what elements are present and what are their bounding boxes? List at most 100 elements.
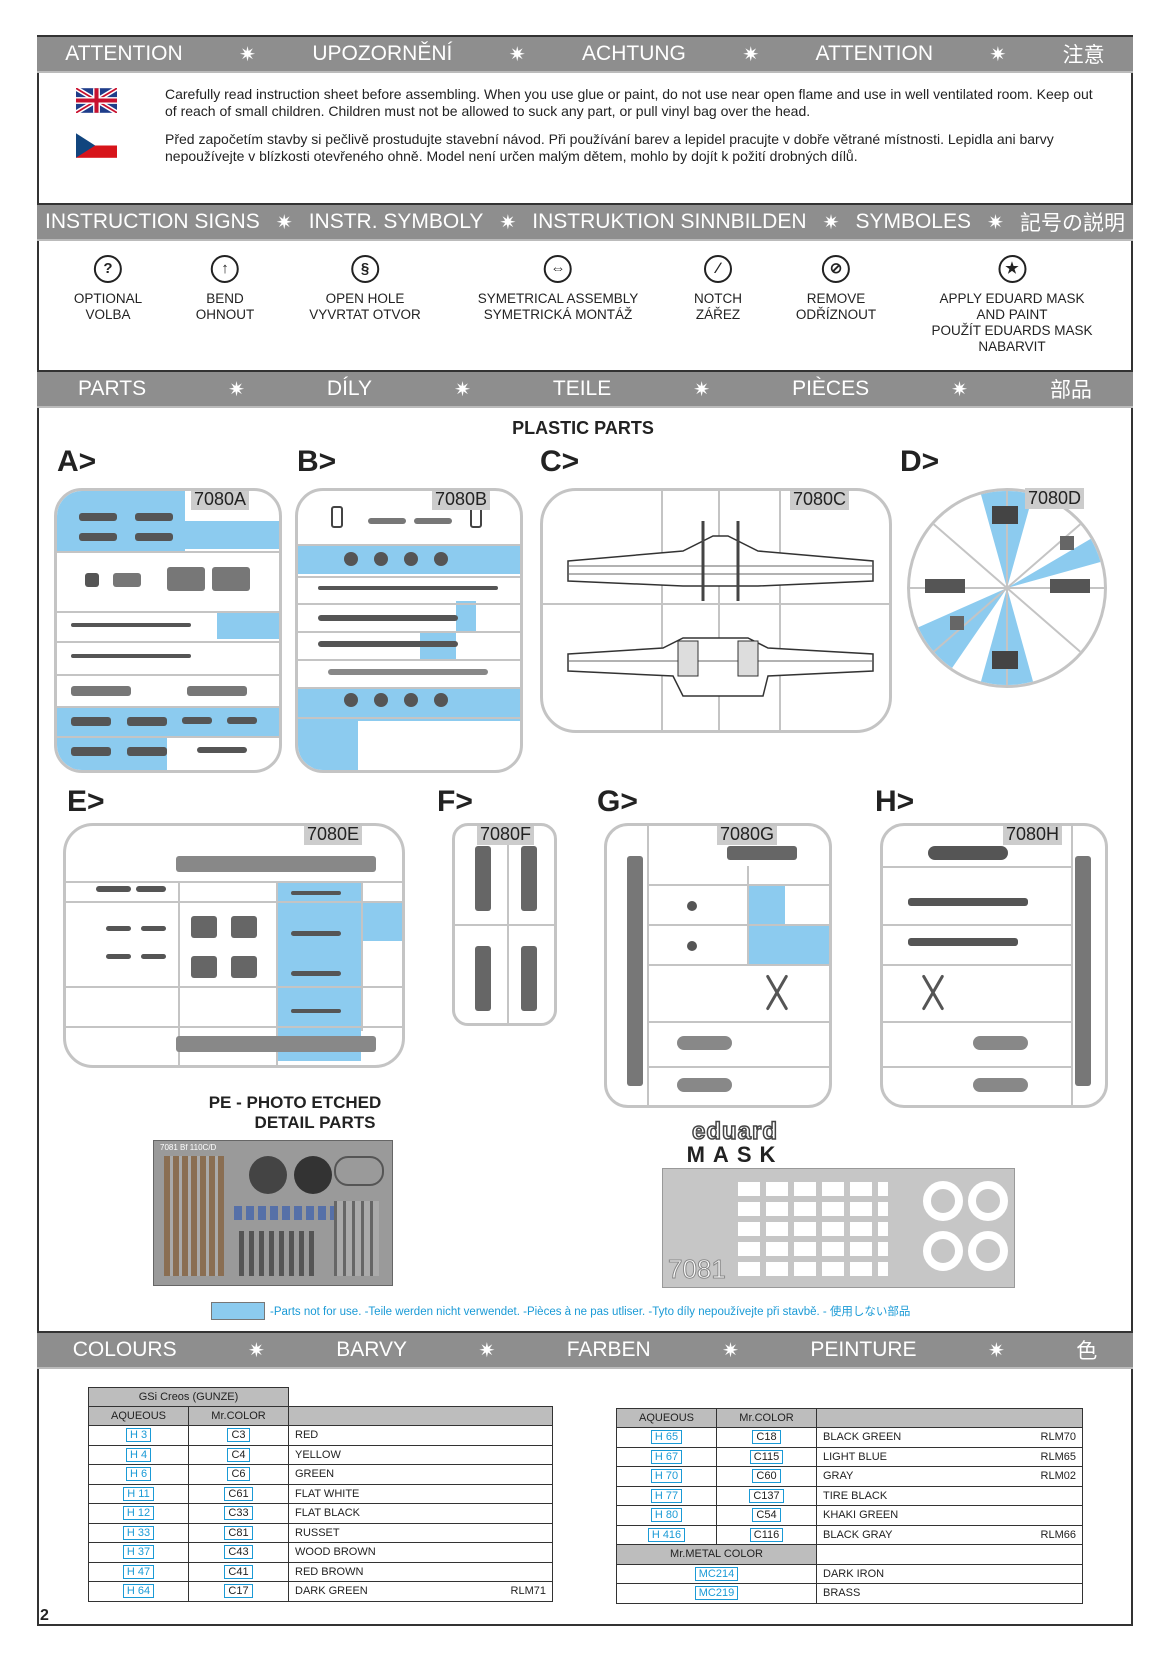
colour-name: FLAT WHITE — [295, 1487, 360, 1500]
mask-title: MASK — [686, 1142, 784, 1167]
instruction-signs-header: INSTRUCTION SIGNS✷ INSTR. SYMBOLY✷ INSTR… — [37, 203, 1133, 241]
header-item: INSTRUKTION SINNBILDEN — [532, 210, 807, 233]
colour-name: LIGHT BLUE — [823, 1450, 887, 1463]
aqueous-code: H 67 — [650, 1449, 683, 1464]
sprue-e: 7080E — [63, 823, 405, 1068]
symmetry-icon: ⇔ — [544, 255, 572, 283]
sprue-label: H> — [875, 785, 915, 818]
attention-header: ATTENTION✷ UPOZORNĚNÍ✷ ACHTUNG✷ ATTENTIO… — [37, 35, 1133, 73]
header-item: ACHTUNG — [582, 42, 686, 65]
rlm-code: RLM02 — [1040, 1470, 1076, 1483]
sign-label: NABARVIT — [978, 339, 1046, 354]
mrcolor-code: C3 — [227, 1428, 250, 1443]
mrcolor-code: C43 — [224, 1545, 253, 1560]
header-item: COLOURS — [72, 1338, 177, 1361]
colour-name: WOOD BROWN — [295, 1546, 376, 1559]
mrcolor-code: C60 — [752, 1469, 781, 1484]
colour-name: GREEN — [295, 1468, 335, 1481]
aqueous-code: H 47 — [122, 1564, 155, 1579]
drill-icon: § — [351, 255, 379, 283]
remove-icon: ⊘ — [822, 255, 850, 283]
mask-sheet: 7081 — [662, 1168, 1015, 1288]
header-item: INSTRUCTION SIGNS — [45, 210, 260, 233]
sprue-code: 7080B — [431, 491, 490, 510]
sign-label: SYMETRICAL ASSEMBLY — [477, 291, 639, 306]
warning-english: Carefully read instruction sheet before … — [165, 86, 1093, 119]
header-item: 記号の説明 — [1019, 212, 1125, 235]
colour-name: KHAKI GREEN — [823, 1509, 899, 1522]
mrcolor-code: C41 — [224, 1564, 253, 1579]
header-item: PEINTURE — [810, 1338, 917, 1361]
sign-label: POUŽÍT EDUARDS MASK — [931, 323, 1093, 338]
sprue-label: A> — [57, 445, 97, 478]
colour-name: DARK IRON — [823, 1567, 885, 1580]
aqueous-code: H 37 — [122, 1545, 155, 1560]
sign-label: VOLBA — [85, 307, 131, 322]
header-item: FARBEN — [566, 1338, 651, 1361]
header-item: TEILE — [552, 377, 612, 400]
sprue-code: 7080F — [477, 826, 535, 845]
metal-code: MC214 — [694, 1566, 739, 1581]
wing-parts — [567, 521, 874, 697]
rlm-code: RLM65 — [1040, 1450, 1076, 1463]
colour-row: H 80 C54 KHAKI GREEN — [616, 1505, 1083, 1526]
aqueous-code: H 80 — [650, 1508, 683, 1523]
sign-label: OPTIONAL — [73, 291, 143, 306]
sprue-code: 7080E — [303, 826, 362, 845]
sprue-c: 7080C — [540, 488, 892, 733]
mrcolor-code: C61 — [224, 1486, 253, 1501]
mrcolor-code: C81 — [224, 1525, 253, 1540]
aqueous-code: H 65 — [650, 1430, 683, 1445]
sprue-a: 7080A — [54, 488, 282, 773]
pe-title-line: DETAIL PARTS — [254, 1113, 376, 1132]
aqueous-code: H 11 — [123, 1486, 154, 1501]
uk-flag-icon — [76, 88, 117, 113]
colour-name: BLACK GRAY — [823, 1528, 893, 1541]
aqueous-code: H 33 — [122, 1525, 155, 1540]
mrcolor-code: C6 — [227, 1467, 250, 1482]
aqueous-code: H 70 — [650, 1469, 683, 1484]
aqueous-code: H 64 — [122, 1584, 155, 1599]
header-item: 色 — [1076, 1340, 1098, 1363]
aqueous-code: H 12 — [122, 1506, 155, 1521]
mrcolor-code: C33 — [224, 1506, 253, 1521]
colours-header: COLOURS✷ BARVY✷ FARBEN✷ PEINTURE✷ 色 — [37, 1331, 1133, 1369]
sign-label: NOTCH — [694, 291, 742, 306]
colour-name: DARK GREEN — [295, 1585, 368, 1598]
metal-colour-row: MC214 DARK IRON — [616, 1563, 1083, 1584]
sign-label: BEND — [206, 291, 244, 306]
colour-name: RED — [295, 1429, 319, 1442]
col-mrcolor: Mr.COLOR — [188, 1406, 289, 1426]
sign-label: VYVRTAT OTVOR — [309, 307, 421, 322]
colour-name: FLAT BLACK — [295, 1507, 361, 1520]
header-item: ATTENTION — [815, 42, 933, 65]
header-item: BARVY — [336, 1338, 408, 1361]
mrcolor-code: C54 — [752, 1508, 781, 1523]
aqueous-code: H 4 — [125, 1447, 152, 1462]
mrcolor-code: C4 — [227, 1447, 250, 1462]
sprue-f: 7080F — [452, 823, 557, 1026]
header-item: INSTR. SYMBOLY — [308, 210, 484, 233]
aqueous-code: H 416 — [647, 1527, 686, 1542]
aqueous-code: H 6 — [125, 1467, 152, 1482]
header-item: 注意 — [1062, 44, 1105, 67]
parts-header: PARTS✷ DÍLY✷ TEILE✷ PIÈCES✷ 部品 — [37, 370, 1133, 408]
sprue-label: C> — [540, 445, 580, 478]
photo-etched-fret: 7081 Bf 110C/D — [153, 1140, 393, 1286]
colour-name: TIRE BLACK — [823, 1489, 888, 1502]
aqueous-code: H 77 — [650, 1488, 683, 1503]
warning-czech: Před započetím stavby si pečlivě prostud… — [165, 131, 1054, 164]
colour-row: H 6 C6 GREEN — [88, 1464, 553, 1485]
colour-name: BLACK GREEN — [823, 1431, 902, 1444]
sprue-label: E> — [67, 785, 105, 818]
